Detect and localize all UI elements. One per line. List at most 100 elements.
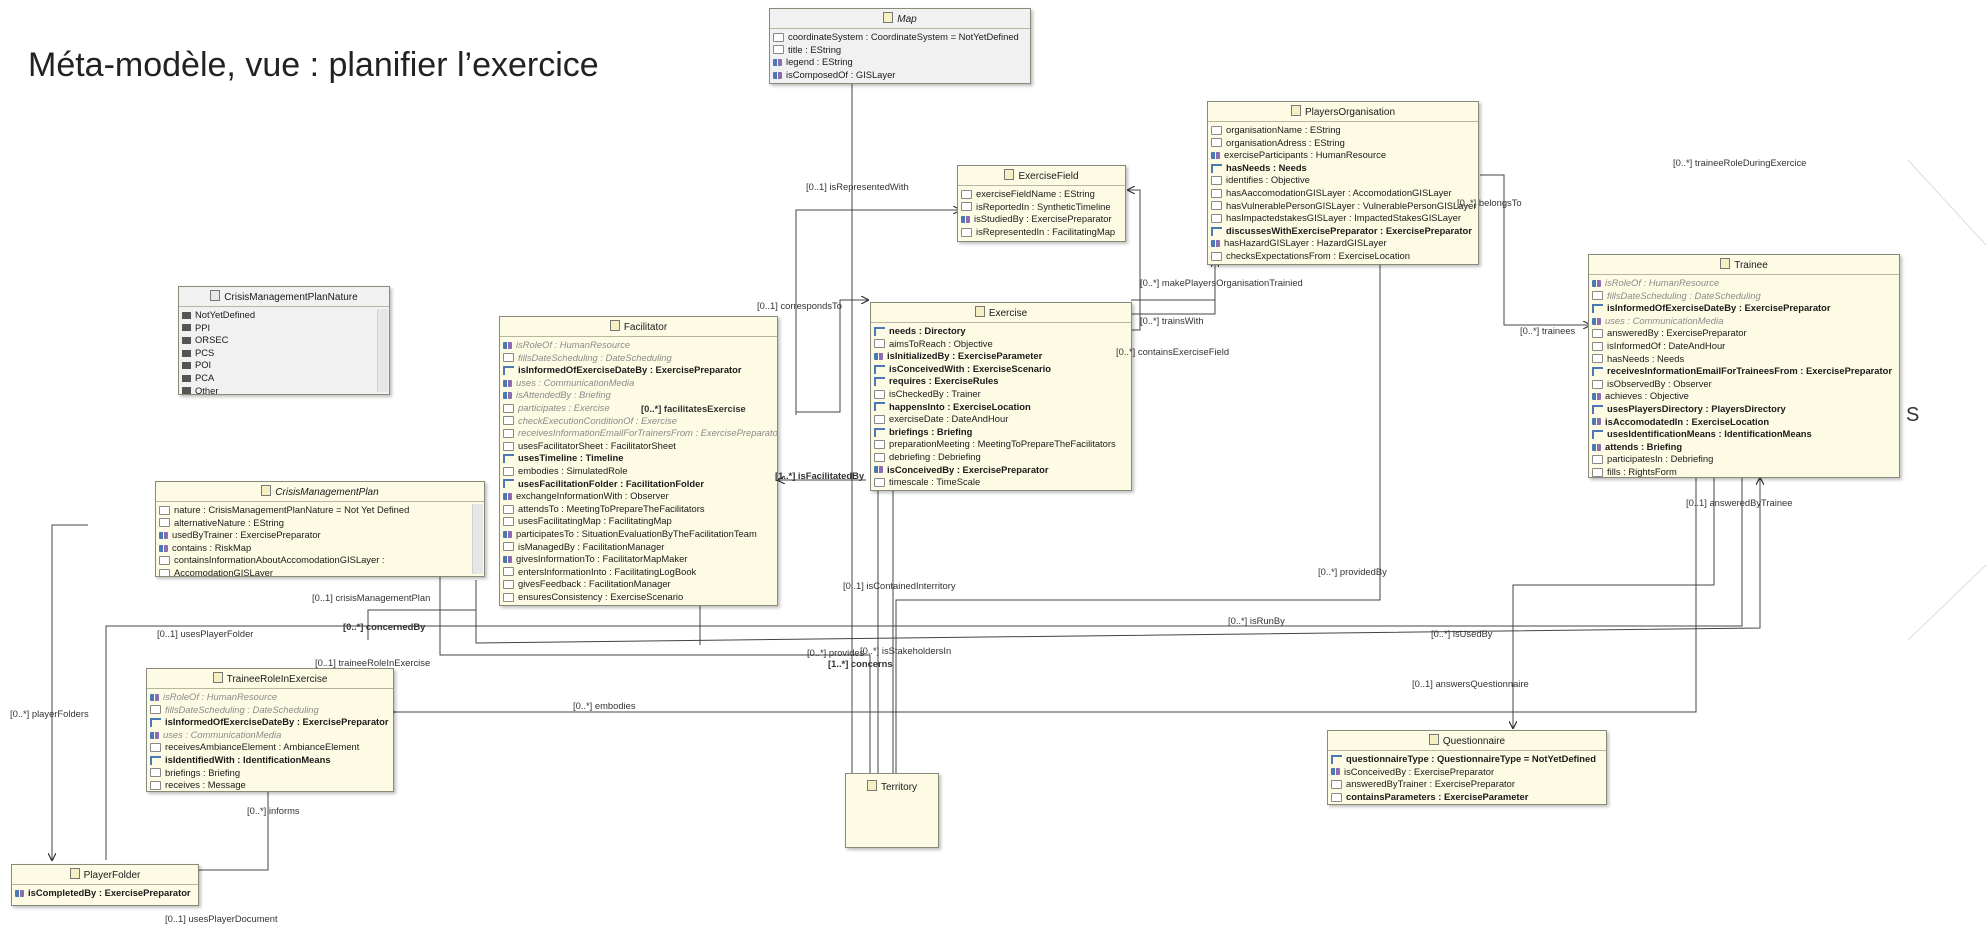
attribute-row[interactable]: fillsDateScheduling : DateScheduling — [1592, 290, 1896, 303]
attribute-row[interactable]: needs : Directory — [874, 325, 1128, 338]
attribute-row[interactable]: isObservedBy : Observer — [1592, 378, 1896, 391]
attribute-row[interactable]: timescale : TimeScale — [874, 476, 1128, 489]
attribute-row[interactable]: isConceivedBy : ExercisePreparator — [1331, 766, 1603, 779]
attribute-row[interactable]: receives : Message — [150, 779, 390, 791]
attribute-row[interactable]: uses : CommunicationMedia — [1592, 315, 1896, 328]
attribute-row[interactable]: fillsDateScheduling : DateScheduling — [503, 352, 774, 365]
attribute-row[interactable]: hasVulnerablePersonGISLayer : Vulnerable… — [1211, 200, 1477, 213]
class-crisis-management-plan[interactable]: CrisisManagementPlan nature : CrisisMana… — [155, 481, 485, 577]
attribute-row[interactable]: questionnaireType : QuestionnaireType = … — [1331, 753, 1603, 766]
attribute-row[interactable]: achieves : Objective — [1592, 390, 1896, 403]
attribute-row[interactable]: isCheckedBy : Trainer — [874, 388, 1128, 401]
attribute-row[interactable]: isRepresentedIn : FacilitatingMap — [961, 226, 1122, 239]
class-map[interactable]: Map coordinateSystem : CoordinateSystem … — [769, 8, 1031, 84]
attribute-row[interactable]: isInformedOf : DateAndHour — [1592, 340, 1896, 353]
attribute-row[interactable]: isManagedBy : FacilitationManager — [503, 541, 774, 554]
attribute-row[interactable]: checksExpectationsFrom : ExerciseLocatio… — [1211, 250, 1475, 263]
attribute-row[interactable]: PPI — [182, 322, 386, 335]
attribute-row[interactable]: briefings : Briefing — [874, 426, 1128, 439]
attribute-row[interactable]: ensuresConsistency : ExerciseScenario — [503, 591, 774, 604]
attribute-row[interactable]: hasNeeds : Needs — [1592, 353, 1896, 366]
attribute-row[interactable]: exerciseParticipants : HumanResource — [1211, 149, 1475, 162]
attribute-row[interactable]: identifies : Objective — [1211, 174, 1475, 187]
attribute-row[interactable]: participates : Exercise — [503, 402, 774, 415]
attribute-row[interactable]: isCompletedBy : ExercisePreparator — [15, 887, 195, 900]
attribute-row[interactable]: AccomodationGISLayer — [159, 567, 481, 576]
attribute-row[interactable]: organisationName : EString — [1211, 124, 1475, 137]
attribute-row[interactable]: contains : RiskMap — [159, 542, 481, 555]
attribute-row[interactable]: usedByTrainer : ExercisePreparator — [159, 529, 481, 542]
attribute-row[interactable]: usesFacilitatingMap : FacilitatingMap — [503, 515, 774, 528]
class-territory[interactable]: Territory — [845, 773, 939, 848]
attribute-row[interactable]: receivesInformationEmailForTrainersFrom … — [503, 427, 777, 440]
class-exercise-field[interactable]: ExerciseField exerciseFieldName : EStrin… — [957, 165, 1126, 242]
class-questionnaire[interactable]: Questionnaire questionnaireType : Questi… — [1327, 730, 1607, 805]
attribute-row[interactable]: uses : CommunicationMedia — [503, 377, 774, 390]
attribute-row[interactable]: isInformedOfExerciseDateBy : ExercisePre… — [1592, 302, 1896, 315]
attribute-row[interactable]: aimsToReach : Objective — [874, 338, 1128, 351]
attribute-row[interactable]: isRoleOf : HumanResource — [1592, 277, 1896, 290]
attribute-row[interactable]: fills : RightsForm — [1592, 466, 1896, 477]
attribute-row[interactable]: usesTimeline : Timeline — [503, 452, 774, 465]
attribute-row[interactable]: nature : CrisisManagementPlanNature = No… — [159, 504, 481, 517]
attribute-row[interactable]: isAttendedBy : Briefing — [503, 389, 774, 402]
attribute-row[interactable]: isRoleOf : HumanResource — [503, 339, 774, 352]
class-trainee-role-in-exercise[interactable]: TraineeRoleInExercise isRoleOf : HumanRe… — [146, 668, 394, 792]
attribute-row[interactable]: receivesAmbianceElement : AmbianceElemen… — [150, 741, 390, 754]
attribute-row[interactable]: PCA — [182, 372, 386, 385]
attribute-row[interactable]: exchangeInformationWith : Observer — [503, 490, 774, 503]
attribute-row[interactable]: requires : ExerciseRules — [874, 375, 1128, 388]
attribute-row[interactable]: NotYetDefined — [182, 309, 386, 322]
attribute-row[interactable]: attendsTo : MeetingToPrepareTheFacilitat… — [503, 503, 774, 516]
attribute-row[interactable]: legend : EString — [773, 56, 1027, 69]
attribute-row[interactable]: answeredByTrainer : ExercisePreparator — [1331, 778, 1603, 791]
class-crisis-management-plan-nature[interactable]: CrisisManagementPlanNature NotYetDefined… — [178, 286, 390, 395]
attribute-row[interactable]: hasImpactedstakesGISLayer : ImpactedStak… — [1211, 212, 1475, 225]
attribute-row[interactable]: isInformedOfExerciseDateBy : ExercisePre… — [503, 364, 774, 377]
attribute-row[interactable]: usesFacilitationFolder : FacilitationFol… — [503, 478, 774, 491]
attribute-row[interactable]: attends : Briefing — [1592, 441, 1896, 454]
attribute-row[interactable]: POI — [182, 359, 386, 372]
attribute-row[interactable]: givesFeedback : FacilitationManager — [503, 578, 774, 591]
attribute-row[interactable]: givesInformationTo : FacilitatorMapMaker — [503, 553, 774, 566]
attribute-row[interactable]: entersInformationInto : FacilitatingLogB… — [503, 566, 774, 579]
attribute-row[interactable]: isComposedOf : GISLayer — [773, 69, 1027, 82]
attribute-row[interactable]: isAccomodatedIn : ExerciseLocation — [1592, 416, 1896, 429]
attribute-row[interactable]: exerciseFieldName : EString — [961, 188, 1122, 201]
attribute-row[interactable]: usesFacilitatorSheet : FacilitatorSheet — [503, 440, 774, 453]
attribute-row[interactable]: PCS — [182, 347, 386, 360]
attribute-row[interactable]: isConceivedWith : ExerciseScenario — [874, 363, 1128, 376]
attribute-row[interactable]: briefings : Briefing — [150, 767, 390, 780]
attribute-row[interactable]: hasHazardGISLayer : HazardGISLayer — [1211, 237, 1475, 250]
attribute-row[interactable]: embodies : SimulatedRole — [503, 465, 774, 478]
attribute-row[interactable]: fillsDateScheduling : DateScheduling — [150, 704, 390, 717]
attribute-row[interactable]: hasNeeds : Needs — [1211, 162, 1475, 175]
class-player-folder[interactable]: PlayerFolder isCompletedBy : ExercisePre… — [11, 864, 199, 906]
attribute-row[interactable]: isInitializedBy : ExerciseParameter — [874, 350, 1128, 363]
attribute-row[interactable]: organisationAdress : EString — [1211, 137, 1475, 150]
attribute-row[interactable]: discussesWithExercisePreparator : Exerci… — [1211, 225, 1475, 238]
attribute-row[interactable]: isInformedOfExerciseDateBy : ExercisePre… — [150, 716, 390, 729]
attribute-row[interactable]: participatesIn : Debriefing — [1592, 453, 1896, 466]
attribute-row[interactable]: answeredBy : ExercisePreparator — [1592, 327, 1896, 340]
attribute-row[interactable]: isStudiedBy : ExercisePreparator — [961, 213, 1122, 226]
attribute-row[interactable]: happensInto : ExerciseLocation — [874, 401, 1128, 414]
attribute-row[interactable]: usesPlayersDirectory : PlayersDirectory — [1592, 403, 1896, 416]
attribute-row[interactable]: isIdentifiedWith : IdentificationMeans — [150, 754, 390, 767]
attribute-row[interactable]: containsInformationAboutAccomodationGISL… — [159, 554, 481, 567]
attribute-row[interactable]: usesIdentificationMeans : Identification… — [1592, 428, 1896, 441]
attribute-row[interactable]: isConceivedBy : ExercisePreparator — [874, 464, 1128, 477]
attribute-row[interactable]: isReportedIn : SyntheticTimeline — [961, 201, 1122, 214]
attribute-row[interactable]: ORSEC — [182, 334, 386, 347]
attribute-row[interactable]: receivesInformationEmailForTraineesFrom … — [1592, 365, 1896, 378]
attribute-row[interactable]: coordinateSystem : CoordinateSystem = No… — [773, 31, 1027, 44]
scrollbar[interactable] — [377, 309, 388, 392]
attribute-row[interactable]: isRoleOf : HumanResource — [150, 691, 390, 704]
attribute-row[interactable]: exerciseDate : DateAndHour — [874, 413, 1128, 426]
attribute-row[interactable]: alternativeNature : EString — [159, 517, 481, 530]
attribute-row[interactable]: debriefing : Debriefing — [874, 451, 1128, 464]
attribute-row[interactable]: participatesTo : SituationEvaluationByTh… — [503, 528, 774, 541]
